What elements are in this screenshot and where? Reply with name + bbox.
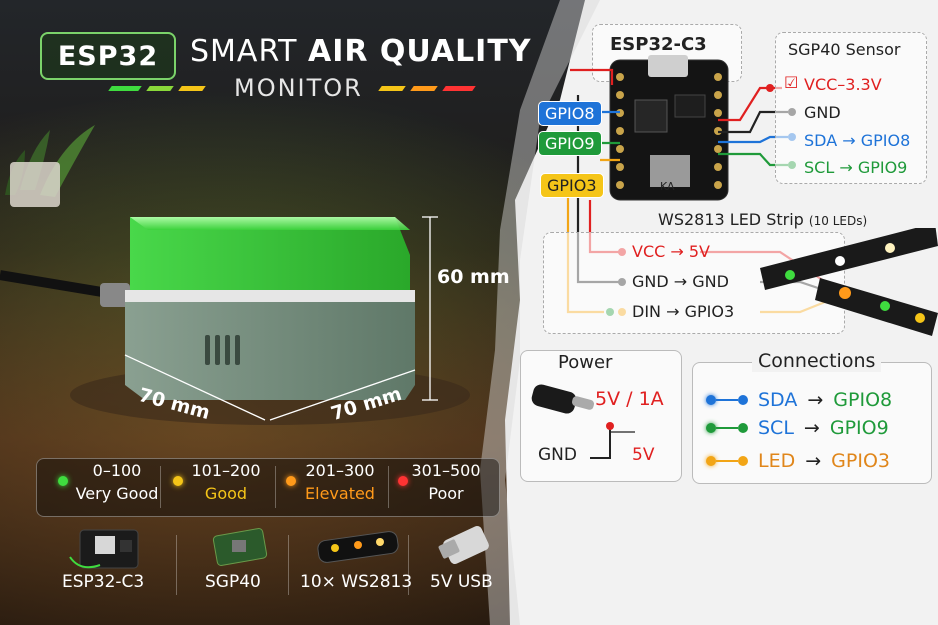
title-smart: SMART — [190, 34, 298, 69]
power-gnd: GND — [538, 445, 577, 465]
component-label-usb: 5V USB — [430, 572, 493, 592]
aqi-label: Poor — [428, 484, 464, 503]
title-monitor: MONITOR — [234, 74, 363, 102]
power-title: Power — [558, 352, 613, 373]
sensor-vcc: VCC–3.3V — [804, 75, 882, 94]
dot-icon — [706, 423, 716, 433]
connection-row-scl: SCL → GPIO9 — [706, 416, 926, 440]
component-label-ws2813: 10× WS2813 — [300, 572, 413, 592]
led-strip-icon — [317, 531, 399, 563]
sensor-gnd: GND — [804, 103, 841, 122]
aqi-dot-elevated — [286, 476, 296, 486]
led-strip-title-main: WS2813 LED Strip — [658, 210, 804, 229]
dot-icon — [738, 456, 748, 466]
connection-target: GPIO3 — [831, 450, 890, 472]
aqi-item-elevated: 201–300 Elevated — [285, 461, 395, 503]
led-strip-title: WS2813 LED Strip (10 LEDs) — [658, 210, 867, 229]
sensor-sda: SDA → GPIO8 — [804, 131, 911, 150]
pin-gpio8: GPIO8 — [538, 101, 602, 126]
aqi-label: Elevated — [305, 484, 375, 503]
board-title: ESP32-C3 — [610, 34, 707, 55]
sensor-scl: SCL → GPIO9 — [804, 158, 908, 177]
connection-row-sda: SDA → GPIO8 — [706, 388, 926, 412]
dot-icon — [706, 456, 716, 466]
component-divider — [288, 535, 289, 595]
arrow-icon: → — [805, 450, 822, 472]
line-icon — [716, 399, 738, 401]
aqi-legend — [36, 458, 500, 517]
led-vcc: VCC → 5V — [632, 242, 710, 261]
aqi-dot-very-good — [58, 476, 68, 486]
connection-row-led: LED → GPIO3 — [706, 449, 926, 473]
page-title: SMART AIR QUALITY — [190, 34, 532, 69]
led-din: DIN → GPIO3 — [632, 302, 735, 321]
component-divider — [176, 535, 177, 595]
arrow-icon: → — [803, 417, 820, 439]
aqi-divider — [160, 466, 161, 508]
led-strip-title-note: (10 LEDs) — [808, 214, 868, 228]
sensor-title: SGP40 Sensor — [788, 40, 901, 59]
aqi-item-very-good: 0–100 Very Good — [62, 461, 172, 503]
component-label-esp32: ESP32-C3 — [62, 572, 145, 592]
component-icons — [69, 525, 489, 569]
chip-marking: KA — [660, 180, 675, 193]
led-strip-box — [543, 232, 845, 334]
aqi-range: 301–500 — [411, 461, 481, 480]
connection-label: SCL — [758, 417, 794, 439]
dot-icon — [738, 395, 748, 405]
dot-icon — [706, 395, 716, 405]
power-5v: 5V — [632, 445, 655, 465]
connection-label: LED — [758, 450, 796, 472]
aqi-dot-poor — [398, 476, 408, 486]
component-divider — [408, 535, 409, 595]
aqi-range: 0–100 — [92, 461, 142, 480]
height-label: 60 mm — [437, 266, 510, 288]
sensor-box — [775, 32, 927, 184]
power-box — [520, 350, 682, 482]
usb-c-plug-icon — [531, 384, 595, 414]
connection-target: GPIO9 — [829, 417, 889, 439]
title-esp: ESP32 — [57, 40, 159, 72]
esp32-board — [609, 55, 729, 201]
line-icon — [716, 460, 738, 462]
aqi-label: Good — [204, 484, 248, 503]
led-strip-image — [760, 228, 938, 336]
arrow-icon: → — [807, 389, 824, 411]
aqi-dot-good — [173, 476, 183, 486]
line-icon — [716, 427, 738, 429]
pin-gpio9: GPIO9 — [538, 131, 602, 156]
connections-title: Connections — [752, 350, 882, 372]
title-badge: ESP32 — [40, 32, 176, 80]
aqi-label: Very Good — [75, 484, 159, 503]
aqi-range: 101–200 — [191, 461, 261, 480]
connection-label: SDA — [758, 389, 798, 411]
usb-plug-icon — [438, 525, 489, 565]
aqi-divider — [388, 466, 389, 508]
led-gnd: GND → GND — [632, 272, 729, 291]
power-wires — [590, 422, 635, 459]
check-icon: ☑ — [784, 73, 799, 92]
dot-icon — [738, 423, 748, 433]
component-label-sgp40: SGP40 — [205, 572, 261, 592]
sgp40-sensor-icon — [212, 528, 268, 566]
aqi-divider — [275, 466, 276, 508]
aqi-item-good: 101–200 Good — [171, 461, 281, 503]
plant-decoration — [5, 125, 95, 207]
power-spec: 5V / 1A — [595, 388, 664, 410]
title-air-quality: AIR QUALITY — [307, 34, 532, 69]
aqi-item-poor: 301–500 Poor — [396, 461, 496, 503]
device-illustration — [0, 216, 470, 425]
connection-target: GPIO8 — [833, 389, 893, 411]
esp32-board-icon — [69, 529, 139, 569]
pin-gpio3: GPIO3 — [540, 173, 604, 198]
aqi-range: 201–300 — [305, 461, 375, 480]
